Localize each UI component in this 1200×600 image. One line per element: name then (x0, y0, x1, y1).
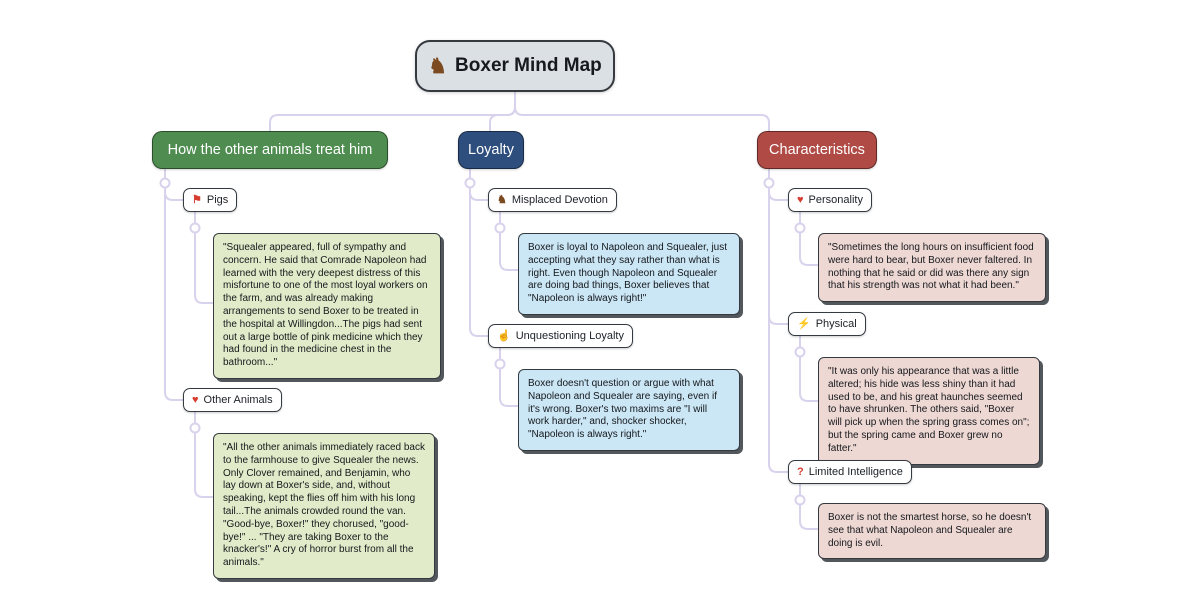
subnode-label: Personality (808, 194, 863, 206)
junction-dots (159, 177, 806, 506)
subnode-label: Misplaced Devotion (511, 194, 608, 206)
note-physical[interactable]: "It was only his appearance that was a l… (818, 357, 1040, 465)
thumbs-up-icon: ☝ (497, 329, 511, 342)
note-pigs[interactable]: "Squealer appeared, full of sympathy and… (213, 233, 441, 379)
heart-icon: ♥ (192, 393, 199, 406)
note-misplaced-devotion[interactable]: Boxer is loyal to Napoleon and Squealer,… (518, 233, 740, 315)
subnode-physical[interactable]: ⚡ Physical (788, 312, 866, 336)
root-label: Boxer Mind Map (455, 55, 602, 76)
horse-icon: ♞ (428, 54, 448, 78)
branch-label: Loyalty (468, 142, 514, 158)
note-other-animals[interactable]: "All the other animals immediately raced… (213, 433, 435, 579)
branch-label: How the other animals treat him (167, 142, 373, 158)
branch-loyalty[interactable]: Loyalty (458, 131, 524, 169)
branch-treatment[interactable]: How the other animals treat him (152, 131, 388, 169)
heart-icon: ♥ (797, 193, 804, 206)
subnode-limited-intelligence[interactable]: ? Limited Intelligence (788, 460, 912, 484)
subnode-label: Pigs (206, 194, 229, 206)
branch-characteristics[interactable]: Characteristics (757, 131, 877, 169)
subnode-misplaced-devotion[interactable]: ♞ Misplaced Devotion (488, 188, 617, 212)
note-limited-intelligence[interactable]: Boxer is not the smartest horse, so he d… (818, 503, 1046, 560)
note-personality[interactable]: "Sometimes the long hours on insufficien… (818, 233, 1046, 303)
horse-icon: ♞ (497, 193, 507, 206)
subnode-unquestioning-loyalty[interactable]: ☝ Unquestioning Loyalty (488, 324, 633, 348)
question-icon: ? (797, 465, 804, 478)
note-unquestioning-loyalty[interactable]: Boxer doesn't question or argue with wha… (518, 369, 740, 451)
subnode-other-animals[interactable]: ♥ Other Animals (183, 388, 282, 412)
subnode-label: Other Animals (203, 394, 273, 406)
branch-label: Characteristics (769, 142, 865, 158)
subnode-label: Physical (815, 318, 857, 330)
subnode-personality[interactable]: ♥ Personality (788, 188, 872, 212)
subnode-label: Unquestioning Loyalty (515, 330, 624, 342)
root-node[interactable]: ♞ Boxer Mind Map (415, 40, 615, 92)
flag-icon: ⚑ (192, 193, 202, 206)
subnode-label: Limited Intelligence (808, 466, 903, 478)
subnode-pigs[interactable]: ⚑ Pigs (183, 188, 238, 212)
muscle-icon: ⚡ (797, 317, 811, 330)
